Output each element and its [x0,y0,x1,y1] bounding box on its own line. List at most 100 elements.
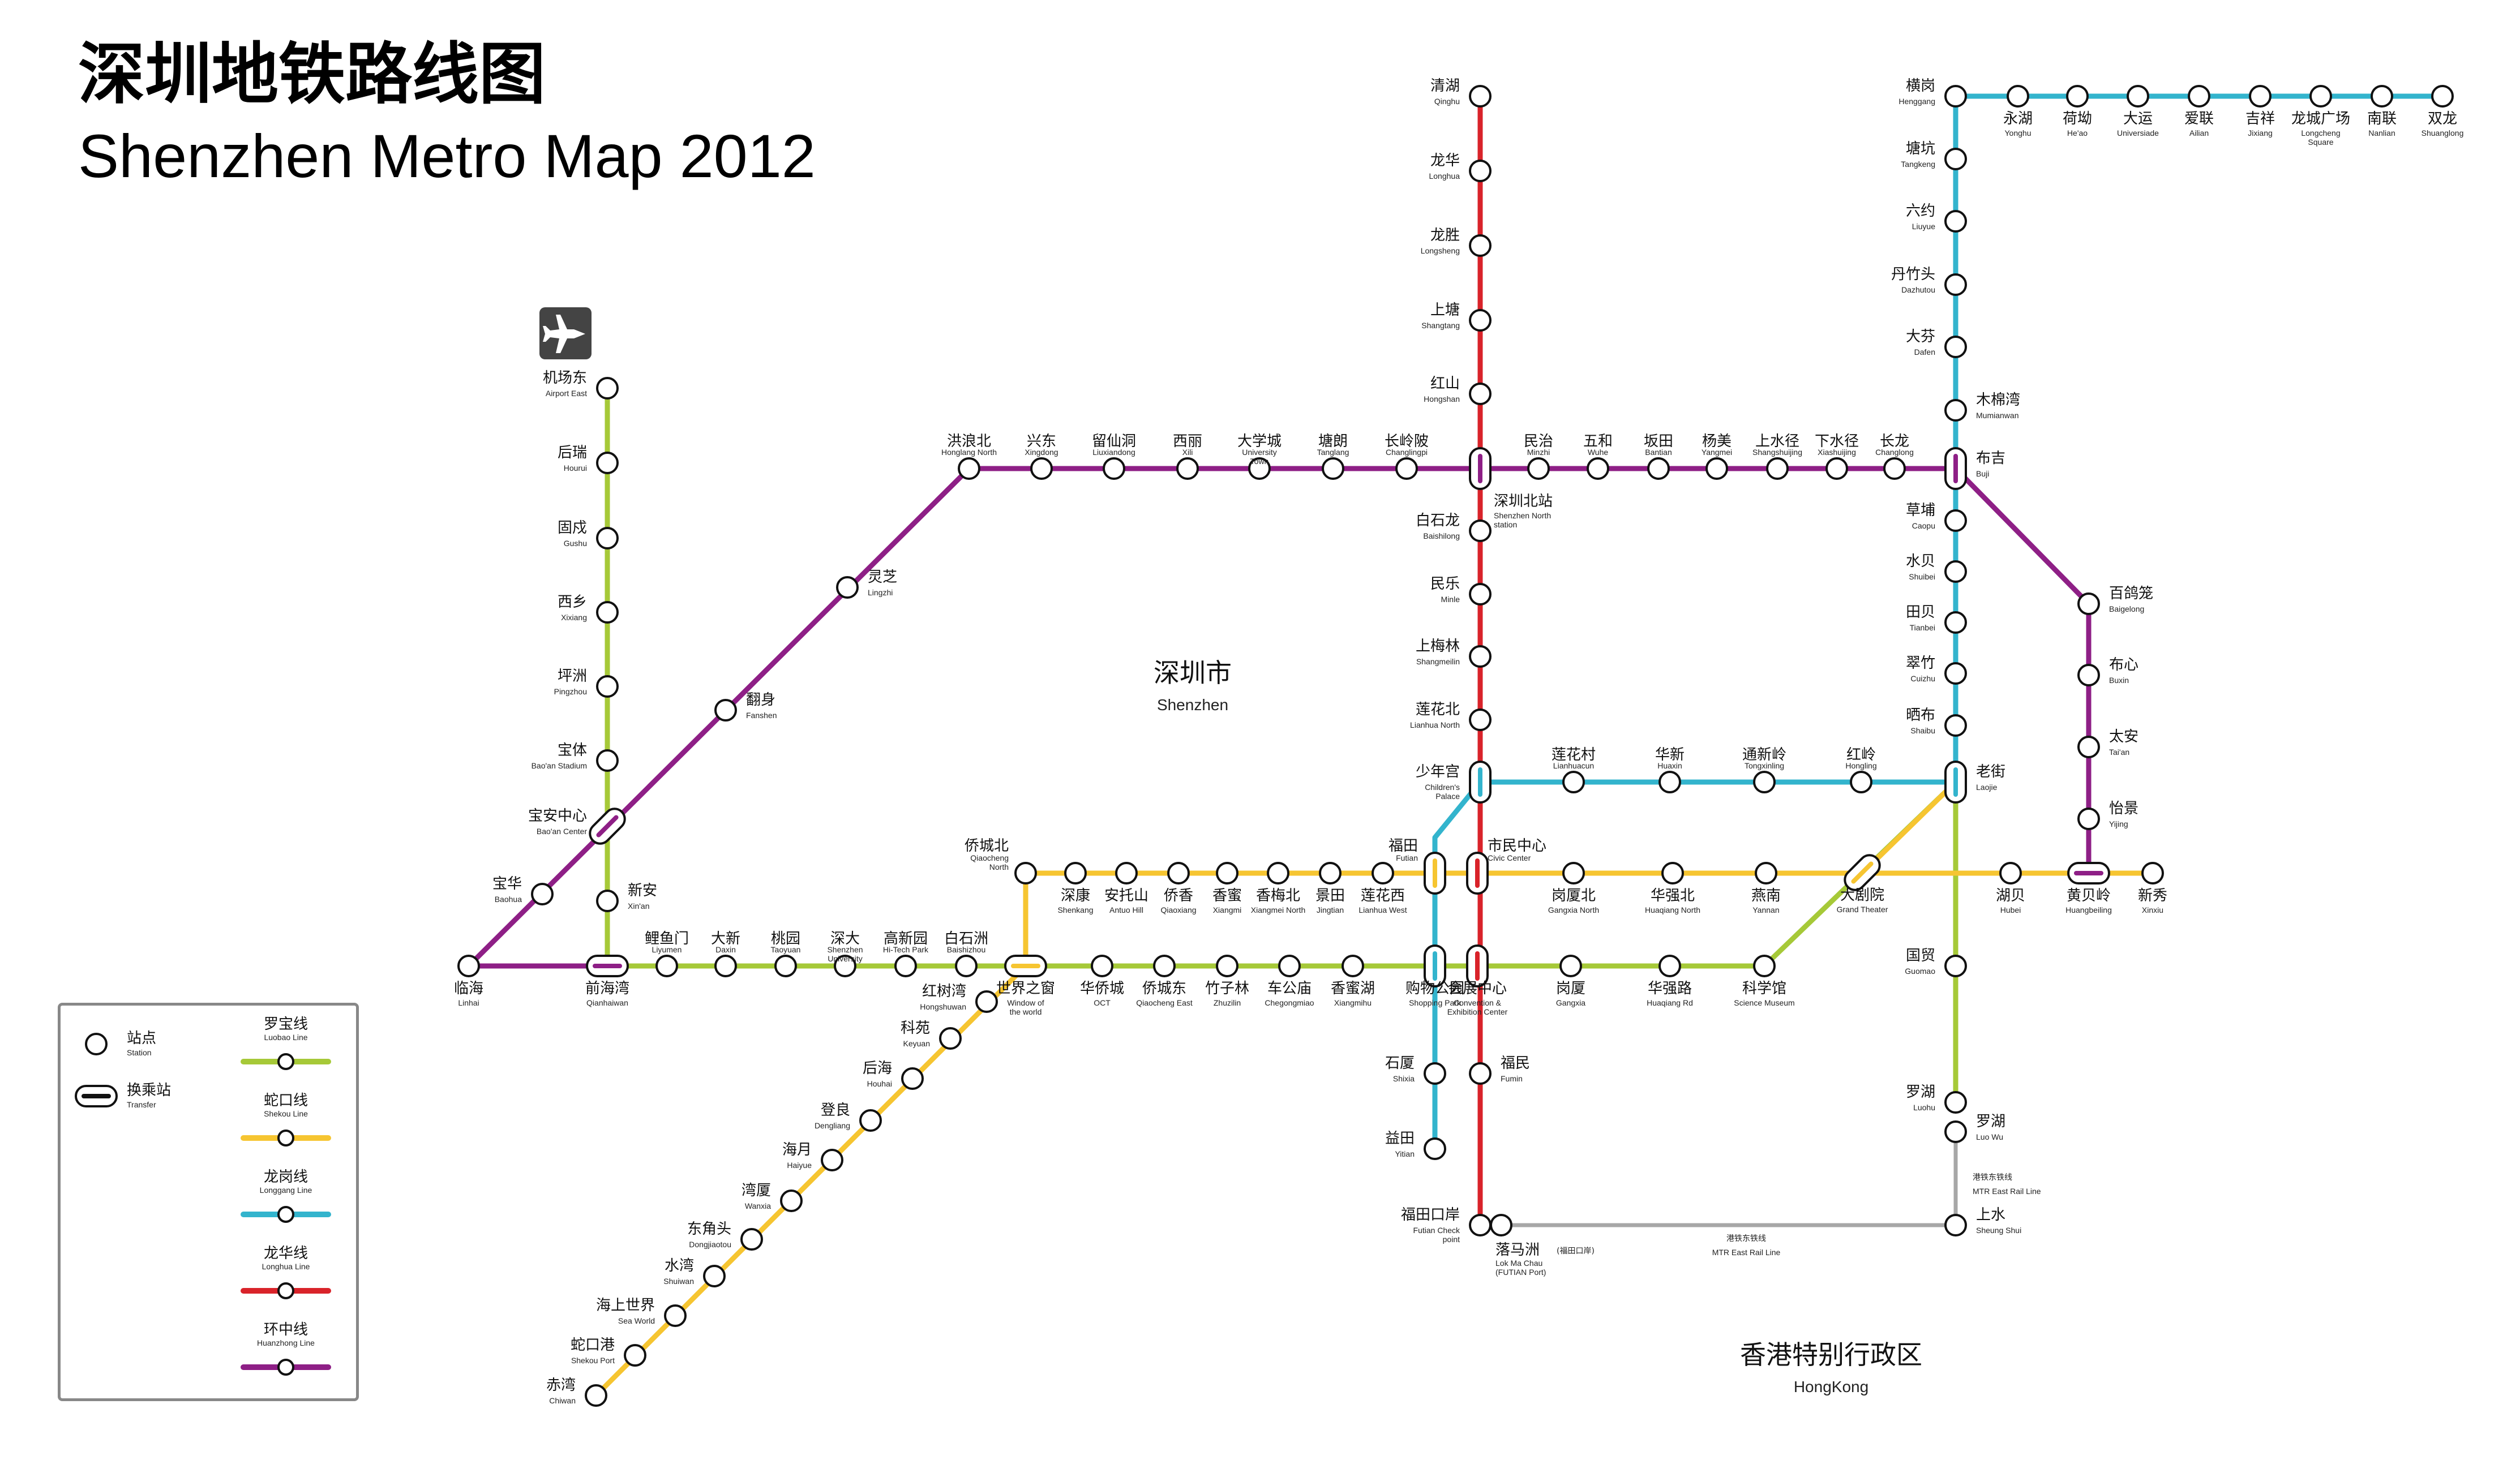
station-label-en: OCT [1094,998,1111,1007]
station-label-zh: 永湖 [2003,110,2033,127]
station-label-en: Liuxiandong [1092,448,1135,457]
station-label-zh: 华新 [1655,746,1685,763]
station-label-zh: 福田 [1388,838,1418,854]
station-label-zh: 灵芝 [868,569,897,586]
station-label-zh: 固戍 [558,519,587,536]
station-fumin [1469,1062,1492,1085]
station-label-zh: 红树湾 [922,983,966,1000]
station-label-en: Shuanglong [2422,128,2464,138]
station-label-en: Yangmei [1702,448,1732,457]
region-hongkong-en: HongKong [1794,1378,1868,1395]
station-label-zh: 龙华 [1430,152,1460,169]
station-label-en: Henggang [1898,97,1935,106]
station-luohu [1944,1091,1967,1114]
station-label-en: Sheung Shui [1976,1226,2021,1235]
station-baigelong [2077,592,2100,615]
station-label-en: Wanxia [745,1201,771,1210]
station-label-zh: 爱联 [2184,110,2214,127]
station-hongshuwan [975,990,998,1013]
station-qinghu [1469,85,1492,108]
legend-line-zh: 罗宝线 [264,1016,308,1033]
station-wuhe [1587,457,1609,480]
station-xinxiu [2141,862,2164,884]
transfer-dajuyuan [1844,854,1881,891]
station-label-zh: 蛇口港 [571,1337,615,1354]
station-hongshan [1469,383,1492,405]
station-label-zh: 翠竹 [1906,655,1935,672]
station-changlingpi [1395,457,1418,480]
station-label-en: Yitian [1395,1149,1415,1158]
station-label-en: Minzhi [1527,448,1550,457]
station-label-en: Changlingpi [1386,448,1428,457]
station-label-zh: 田贝 [1906,604,1935,621]
station-label-zh: 大新 [711,930,740,947]
legend-line-en: Longhua Line [262,1262,310,1271]
station-liyumen [655,955,678,977]
station-label-zh: 后海 [863,1060,892,1077]
station-label-zh: 莲花村 [1552,746,1596,763]
station-label-en: Longhua [1429,171,1460,181]
airplane-icon [539,307,592,359]
station-label-en: Bao'an Center [537,827,587,836]
station-baohua [531,883,554,905]
station-label-en: Baigelong [2109,604,2144,613]
station-haiyue [821,1149,843,1171]
station-label-zh: 荷坳 [2063,110,2092,127]
legend-line-station [277,1130,294,1146]
legend-line-en: Longgang Line [260,1186,312,1195]
station-huaqianglu [1658,955,1681,977]
station-xiashuijing [1825,457,1848,480]
transfer-qianhaiwan [586,955,629,977]
metro-line-longgang [1432,93,2442,1149]
station-label-zh: 深大 [830,930,860,947]
station-label-zh: 西丽 [1173,433,1202,450]
station-label-zh: 双龙 [2428,110,2457,127]
station-houhai [901,1067,924,1090]
transfer-futian [1424,852,1446,895]
station-label-zh: 市民中心 [1488,838,1546,854]
station-label-zh: 湖贝 [1996,887,2025,904]
station-shekougang [624,1344,646,1367]
station-lianhuaxi [1372,862,1394,884]
station-label-en: Fanshen [746,711,777,720]
station-label-en: Ailian [2189,128,2209,138]
station-tongxinling [1753,771,1776,793]
station-label-en: Baishizhou [947,945,986,954]
station-label-en: Qinghu [1434,97,1460,106]
station-shenkang [1064,862,1087,884]
station-label-zh: 香梅北 [1256,887,1300,904]
legend-line-zh: 龙华线 [264,1245,308,1262]
legend-line-station [277,1053,294,1070]
station-label-en: Lok Ma Chau(FUTIAN Port) [1495,1259,1546,1277]
station-label-zh: 宝华 [492,875,522,892]
station-label-en: Fumin [1501,1074,1523,1083]
station-label-en: Houhai [867,1079,892,1088]
station-label-zh: 通新岭 [1742,746,1786,763]
station-label-zh: 燕南 [1751,887,1781,904]
station-label-zh: 洪浪北 [947,433,991,450]
station-label-zh: 翻身 [746,692,775,708]
station-label-zh: 莲花北 [1416,701,1460,718]
station-shuiwan [703,1265,726,1287]
legend-transfer-en: Transfer [127,1100,156,1109]
station-label-zh: 赤湾 [546,1377,576,1394]
station-label-zh: 临海 [454,980,483,997]
station-label-en: Baohua [495,895,522,904]
station-shangshuijing [1766,457,1789,480]
station-label-en: Pingzhou [554,687,587,696]
station-label-zh: 深康 [1061,887,1090,904]
station-shuanglong [2431,85,2454,108]
station-label-zh: 杨美 [1702,433,1732,450]
station-label-en: Xiashuijing [1818,448,1856,457]
station-label-zh: 岗厦北 [1552,887,1596,904]
station-label-en: Jingtian [1317,905,1344,914]
station-label-en: Haiyue [787,1161,812,1170]
station-label-zh: 少年宫 [1416,763,1460,780]
station-label-en: Shekou Port [571,1356,615,1365]
station-label-en: Dazhutou [1901,285,1935,294]
station-label-zh: 怡景 [2109,800,2138,817]
station-label-en: Huaxin [1657,761,1682,770]
station-label-zh: 塘朗 [1318,433,1348,450]
